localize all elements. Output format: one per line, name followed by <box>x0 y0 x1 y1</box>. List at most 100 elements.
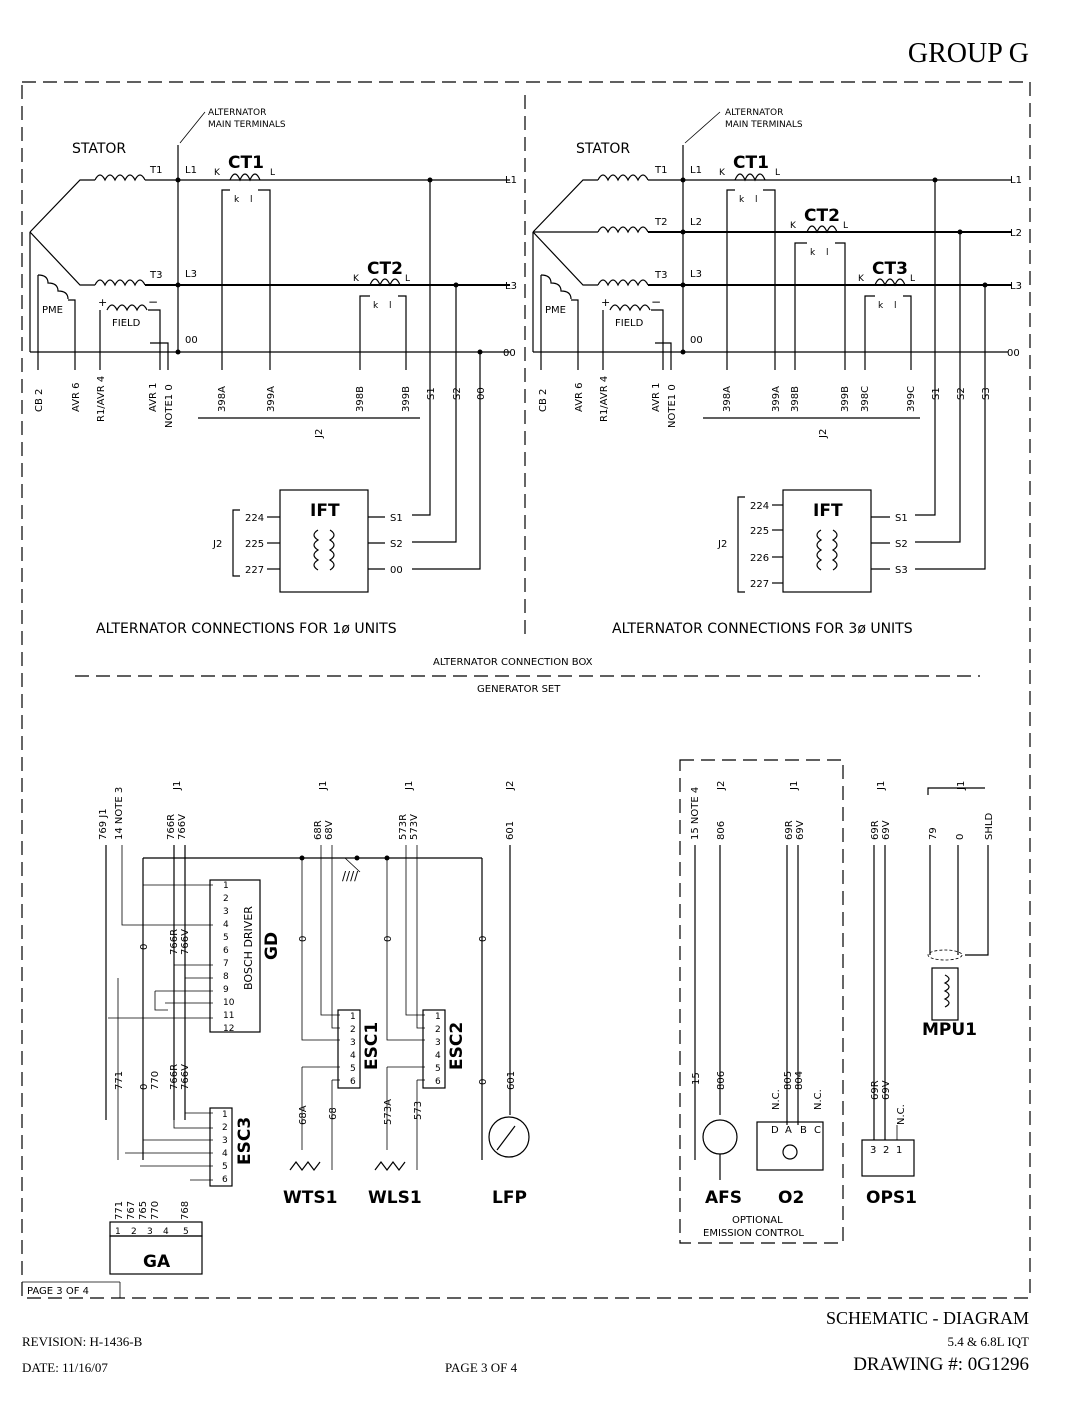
svg-text:6: 6 <box>223 946 229 956</box>
svg-text:L: L <box>910 274 915 284</box>
svg-text:S2: S2 <box>956 387 967 400</box>
svg-text:6: 6 <box>435 1077 441 1087</box>
svg-text:l: l <box>826 248 829 258</box>
svg-text:AVR 1: AVR 1 <box>651 382 662 412</box>
svg-text:768: 768 <box>180 1201 191 1220</box>
ift-box-3ph <box>782 489 872 593</box>
terminal-l1: L1 <box>185 165 197 176</box>
svg-text:399A: 399A <box>771 386 782 412</box>
svg-text:3: 3 <box>223 907 229 917</box>
svg-text:4: 4 <box>163 1227 169 1237</box>
svg-text:5: 5 <box>350 1064 356 1074</box>
svg-text:CB 2: CB 2 <box>538 389 549 412</box>
stator-label-3ph: STATOR <box>576 141 630 157</box>
svg-text:227: 227 <box>750 579 769 590</box>
svg-text:399C: 399C <box>906 386 917 412</box>
caption-3ph: ALTERNATOR CONNECTIONS FOR 3ø UNITS <box>612 621 913 637</box>
svg-text:K: K <box>214 168 221 178</box>
svg-text:S3: S3 <box>895 565 908 576</box>
winding-t1 <box>94 174 146 182</box>
svg-text:L3: L3 <box>690 269 702 280</box>
svg-text:FIELD: FIELD <box>615 318 644 329</box>
mpu1-label: MPU1 <box>922 1020 977 1040</box>
field-coil <box>106 304 148 312</box>
ift-box <box>279 489 369 593</box>
svg-text:K: K <box>858 274 865 284</box>
svg-text:AVR 1: AVR 1 <box>148 382 159 412</box>
esc2-box <box>422 1009 446 1089</box>
svg-text:806: 806 <box>716 821 727 840</box>
svg-text:766R: 766R <box>166 814 177 840</box>
lfp-label: LFP <box>492 1188 527 1208</box>
svg-text:3: 3 <box>147 1227 153 1237</box>
svg-text:NOTE1 0: NOTE1 0 <box>667 384 678 428</box>
svg-text:S2: S2 <box>895 539 908 550</box>
svg-text:k: k <box>739 195 745 205</box>
svg-text:l: l <box>250 195 253 205</box>
svg-text:////: //// <box>342 869 359 883</box>
svg-text:771: 771 <box>114 1201 125 1220</box>
wls1-label: WLS1 <box>368 1188 422 1208</box>
genset-section: 769 J1 14 NOTE 3 766R 766V 68R 68V 573R … <box>98 759 995 1275</box>
svg-text:227: 227 <box>245 565 264 576</box>
svg-text:4: 4 <box>222 1149 228 1159</box>
svg-text:K: K <box>353 274 360 284</box>
svg-text:4: 4 <box>435 1051 441 1061</box>
svg-text:L3: L3 <box>1010 281 1022 292</box>
svg-text:12: 12 <box>223 1024 234 1034</box>
svg-text:68: 68 <box>328 1107 339 1120</box>
gd-box <box>209 879 261 1033</box>
svg-text:J2: J2 <box>505 781 516 791</box>
svg-text:398B: 398B <box>790 386 801 412</box>
j2-label: J2 <box>314 429 325 439</box>
svg-text:2: 2 <box>350 1025 356 1035</box>
svg-text:4: 4 <box>350 1051 356 1061</box>
mpu1-sensor <box>931 967 959 1021</box>
svg-text:14 NOTE 3: 14 NOTE 3 <box>114 787 125 840</box>
svg-text:0: 0 <box>139 1084 150 1090</box>
afs-sensor <box>702 1119 738 1155</box>
svg-text:S1: S1 <box>426 387 437 400</box>
o2-sensor <box>756 1121 824 1171</box>
svg-text:770: 770 <box>150 1201 161 1220</box>
svg-text:N.C.: N.C. <box>813 1089 824 1110</box>
svg-text:805: 805 <box>783 1071 794 1090</box>
svg-text:5: 5 <box>223 933 229 943</box>
svg-text:69R: 69R <box>870 820 881 840</box>
svg-text:573R: 573R <box>398 814 409 840</box>
svg-text:0: 0 <box>139 944 150 950</box>
svg-text:399A: 399A <box>266 386 277 412</box>
svg-text:226: 226 <box>750 553 769 564</box>
svg-text:−: − <box>651 295 661 309</box>
svg-text:5: 5 <box>222 1162 228 1172</box>
svg-text:IFT: IFT <box>813 501 843 521</box>
svg-text:573A: 573A <box>383 1099 394 1125</box>
svg-text:B: B <box>800 1125 807 1136</box>
svg-text:6: 6 <box>222 1175 228 1185</box>
svg-text:00: 00 <box>390 565 403 576</box>
svg-text:AVR 6: AVR 6 <box>71 382 82 412</box>
svg-text:2: 2 <box>223 894 229 904</box>
svg-text:−: − <box>148 295 158 309</box>
svg-text:69V: 69V <box>881 820 892 840</box>
date: DATE: 11/16/07 <box>22 1360 108 1375</box>
ops1-label: OPS1 <box>866 1188 917 1208</box>
o2-label: O2 <box>778 1188 804 1208</box>
svg-text:766V: 766V <box>180 1064 191 1090</box>
svg-text:J1: J1 <box>404 781 415 791</box>
emission-box <box>679 759 844 1244</box>
svg-text:68R: 68R <box>313 820 324 840</box>
wts1-sensor <box>289 1161 321 1171</box>
svg-text:15 NOTE 4: 15 NOTE 4 <box>690 787 701 840</box>
svg-text:S1: S1 <box>390 513 403 524</box>
svg-text:J2: J2 <box>716 781 727 791</box>
svg-text:770: 770 <box>150 1071 161 1090</box>
svg-text:573V: 573V <box>409 814 420 840</box>
svg-text:CT1: CT1 <box>733 153 769 173</box>
svg-text:766R: 766R <box>169 929 180 955</box>
svg-text:+: + <box>601 296 610 309</box>
svg-text:2: 2 <box>883 1145 889 1156</box>
svg-text:l: l <box>389 301 392 311</box>
svg-text:7: 7 <box>223 959 229 969</box>
